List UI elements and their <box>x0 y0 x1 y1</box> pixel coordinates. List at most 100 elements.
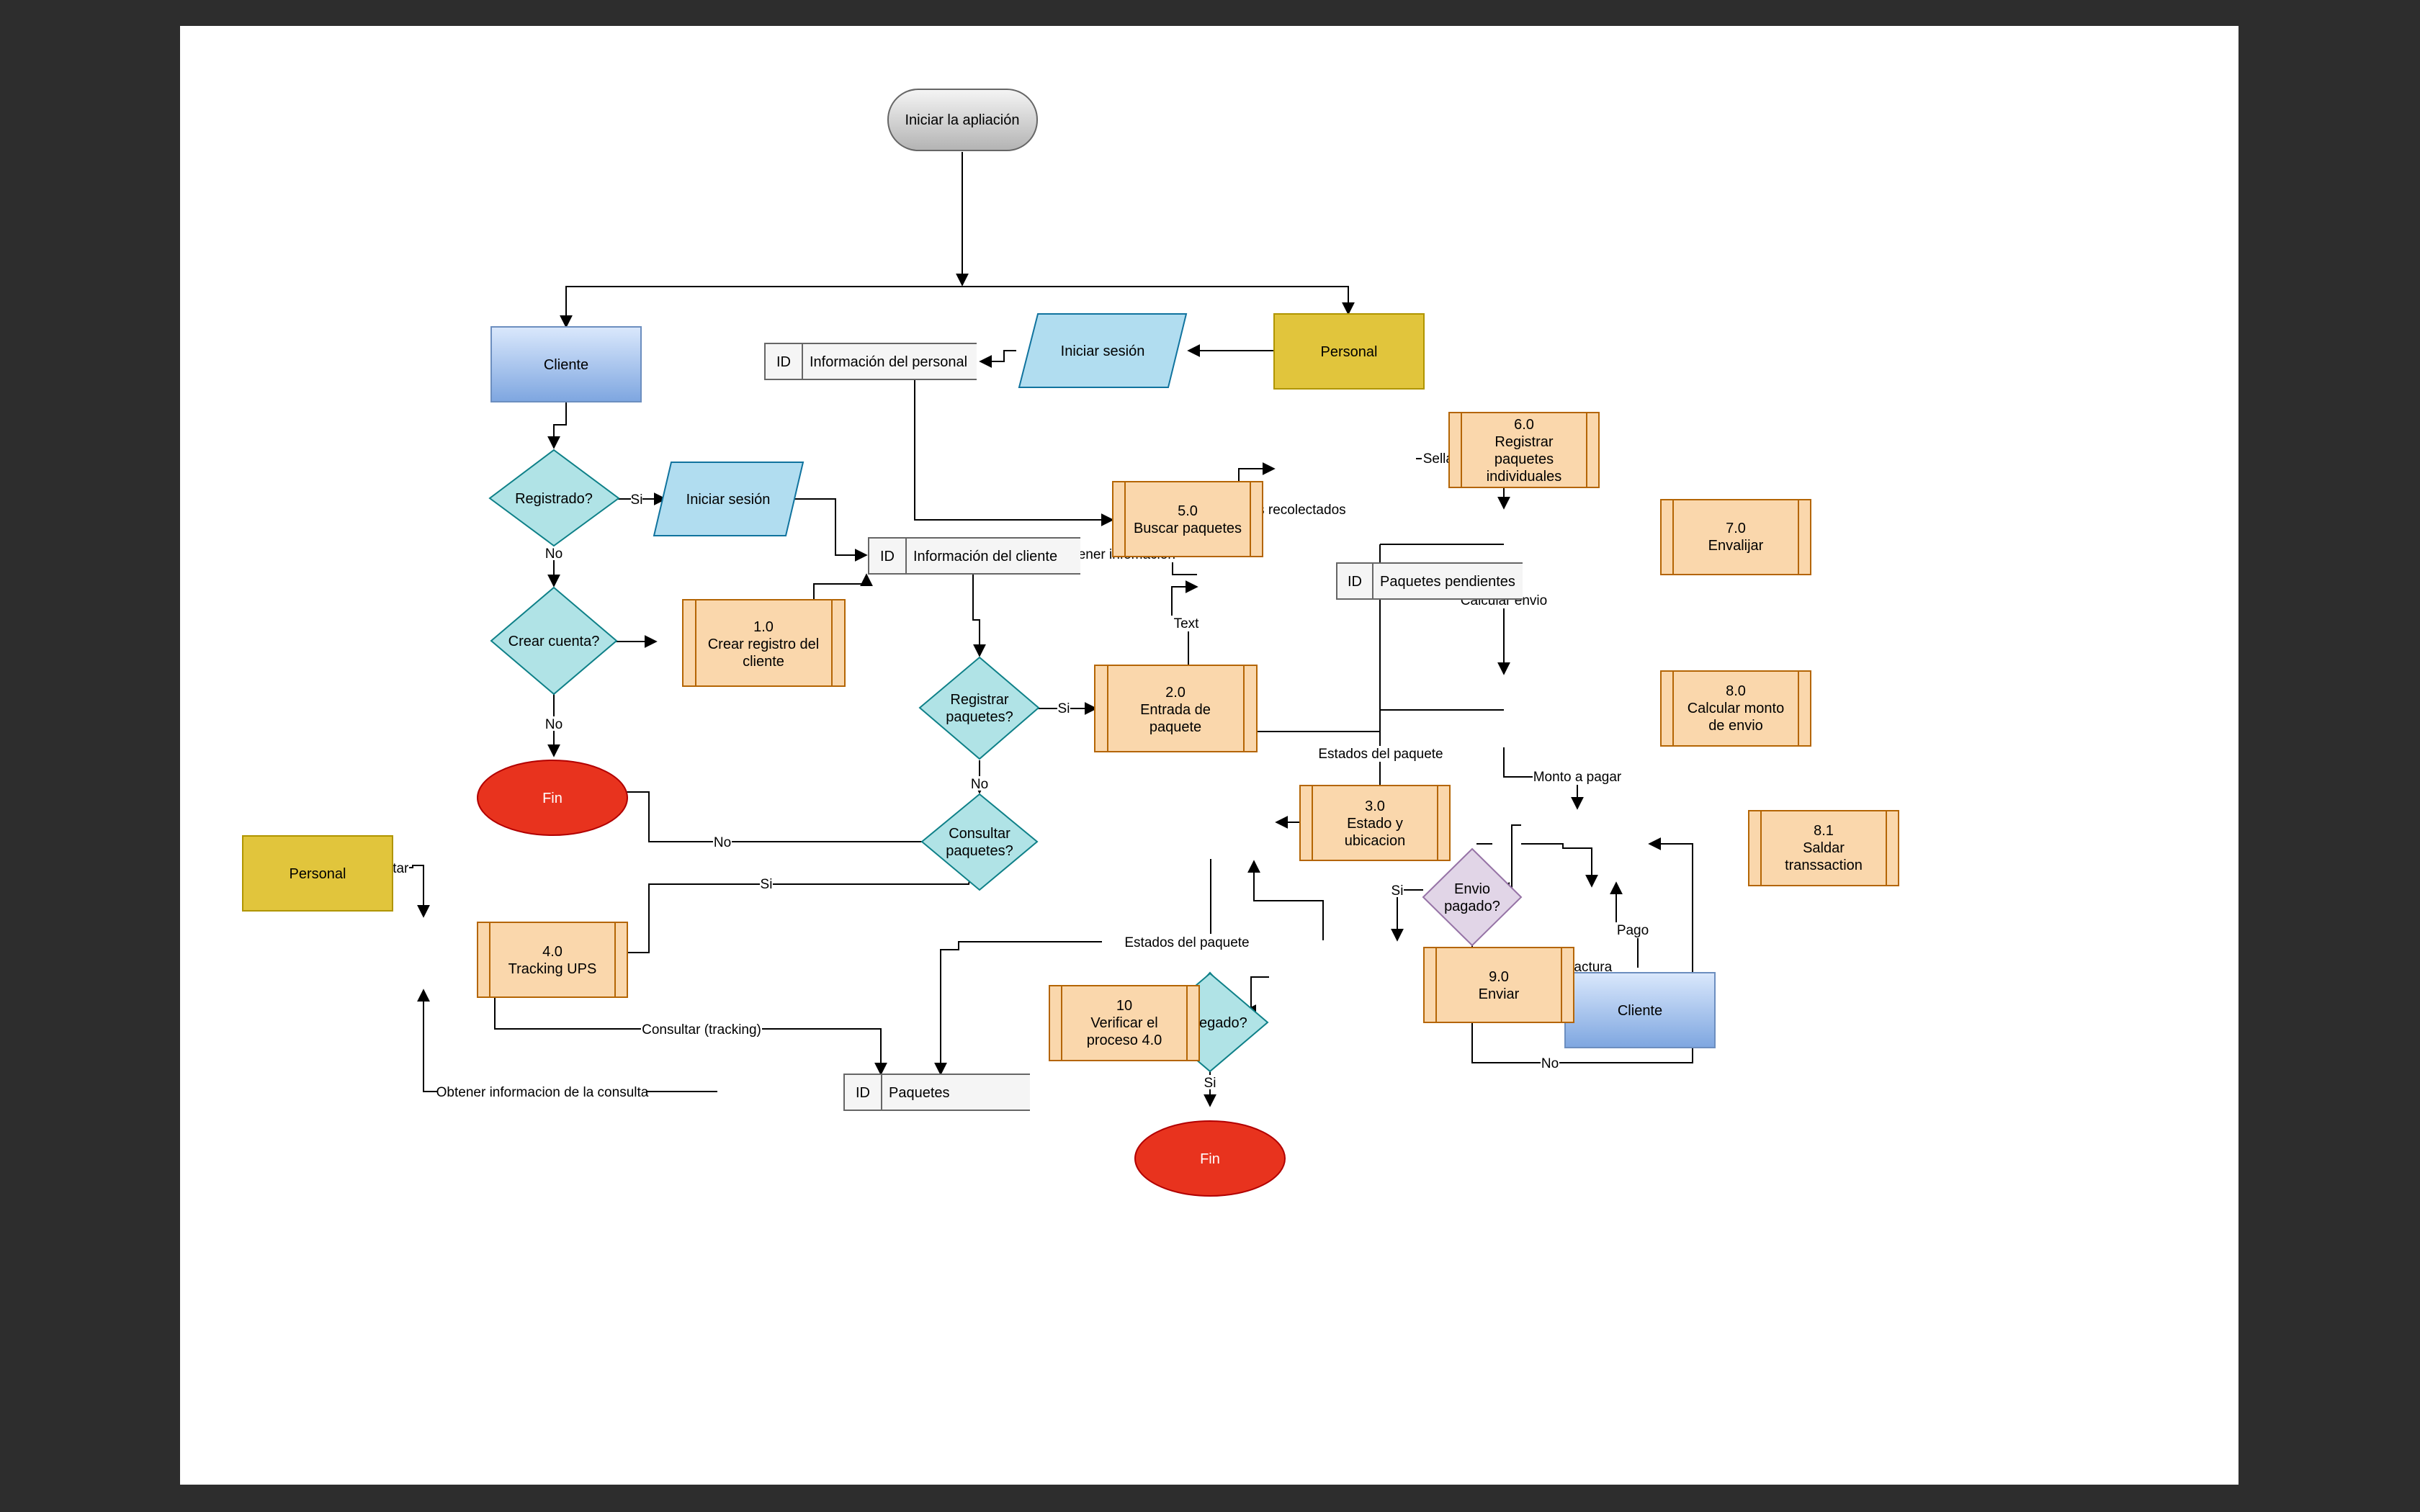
decision-crear-cuenta[interactable]: Crear cuenta? <box>490 586 618 696</box>
fin-bottom-label: Fin <box>1200 1151 1220 1167</box>
process-6[interactable]: 6.0 Registrar paquetes individuales <box>1448 412 1600 488</box>
entity-personal-top[interactable]: Personal <box>1273 313 1425 390</box>
decision-consultar-paquetes[interactable]: Consultar paquetes? <box>920 793 1039 891</box>
entity-personal-left[interactable]: Personal <box>242 835 393 912</box>
p8-line2: Calcular monto <box>1688 701 1785 716</box>
store-pendientes-id: ID <box>1348 574 1362 590</box>
consultar-paquetes-line1: Consultar <box>949 826 1010 842</box>
p6-line3: paquetes <box>1494 451 1554 467</box>
edge-label-si-pagado: Si <box>1392 883 1404 899</box>
diagram-canvas: Si No Si No Si No No Si Cosultar Consult… <box>180 26 2238 1485</box>
p81-line2: Saldar <box>1803 840 1845 856</box>
p2-line2: Entrada de <box>1140 702 1211 718</box>
edge-login-clientstore[interactable] <box>788 498 868 562</box>
edge-cliente-registrado[interactable] <box>547 402 567 449</box>
p81-line1: 8.1 <box>1814 823 1834 839</box>
login-staff[interactable]: Iniciar sesión <box>1018 313 1188 388</box>
edge-label-estados-paquete-1: Estados del paquete <box>1124 935 1249 950</box>
process-8-1[interactable]: 8.1 Saldar transsaction <box>1748 810 1899 886</box>
edge-label-estados-paquete-2: Estados del paquete <box>1318 747 1443 762</box>
cliente-top-label: Cliente <box>544 357 588 373</box>
store-personal-name: Información del personal <box>810 354 967 370</box>
personal-top-label: Personal <box>1321 344 1378 360</box>
envio-pagado-line2: pagado? <box>1444 899 1500 914</box>
registrado-label: Registrado? <box>515 491 593 507</box>
process-1[interactable]: 1.0 Crear registro del cliente <box>682 599 846 687</box>
store-pendientes-name: Paquetes pendientes <box>1380 574 1515 590</box>
p8-line1: 8.0 <box>1726 683 1746 699</box>
edge-personalstore-p5[interactable] <box>914 364 1114 526</box>
p5-line2: Buscar paquetes <box>1134 521 1242 536</box>
edge-p81-factura[interactable] <box>1521 843 1598 888</box>
consultar-paquetes-line2: paquetes? <box>946 843 1013 859</box>
registrar-paquetes-line2: paquetes? <box>946 709 1013 725</box>
entity-cliente-right[interactable]: Cliente <box>1564 972 1716 1048</box>
p2-line3: paquete <box>1150 719 1201 735</box>
decision-registrar-paquetes[interactable]: Registrar paquetes? <box>918 656 1040 760</box>
login-staff-label: Iniciar sesión <box>1061 343 1145 359</box>
login-client-label: Iniciar sesión <box>686 492 771 508</box>
store-personal[interactable]: ID Información del personal <box>764 343 977 380</box>
p7-line1: 7.0 <box>1726 521 1746 536</box>
decision-registrado[interactable]: Registrado? <box>488 449 620 547</box>
edge-label-no-registrado: No <box>545 546 563 562</box>
process-8[interactable]: 8.0 Calcular monto de envio <box>1660 670 1811 747</box>
p10-line1: 10 <box>1116 998 1132 1014</box>
store-pendientes[interactable]: ID Paquetes pendientes <box>1336 562 1523 600</box>
end-fin-bottom[interactable]: Fin <box>1134 1120 1286 1197</box>
login-client[interactable]: Iniciar sesión <box>653 462 805 536</box>
p3-line2: Estado y <box>1347 816 1403 832</box>
edge-label-obtener-consulta: Obtener informacion de la consulta <box>436 1085 649 1100</box>
edge-label-consultar-tracking: Consultar (tracking) <box>642 1022 761 1038</box>
store-cliente[interactable]: ID Información del cliente <box>868 537 1080 575</box>
p4-line2: Tracking UPS <box>508 961 597 977</box>
store-paquetes-id: ID <box>856 1085 870 1101</box>
edge-label-no-consultar: No <box>714 835 731 850</box>
process-7[interactable]: 7.0 Envalijar <box>1660 499 1811 575</box>
process-9[interactable]: 9.0 Enviar <box>1423 947 1574 1023</box>
p6-line2: Registrar <box>1494 434 1553 450</box>
flowchart: Si No Si No Si No No Si Cosultar Consult… <box>242 89 1899 1197</box>
store-cliente-id: ID <box>880 549 895 564</box>
personal-left-label: Personal <box>290 866 346 882</box>
start-terminator[interactable]: Iniciar la apliación <box>887 89 1038 151</box>
edge-paquetes-tracking[interactable] <box>417 989 717 1092</box>
edge-label-no-pagado: No <box>1541 1056 1559 1071</box>
edge-p3-paquetes[interactable] <box>934 859 1211 1076</box>
p10-line3: proceso 4.0 <box>1087 1032 1162 1048</box>
store-paquetes[interactable]: ID Paquetes <box>843 1074 1030 1111</box>
start-label: Iniciar la apliación <box>905 112 1020 128</box>
process-4[interactable]: 4.0 Tracking UPS <box>477 922 628 998</box>
p4-line1: 4.0 <box>542 944 563 960</box>
edge-clientstore-registrar[interactable] <box>972 575 986 657</box>
edge-p9-p3[interactable] <box>1247 860 1324 940</box>
edge-login-store[interactable] <box>979 350 1016 368</box>
edge-label-si-registrado: Si <box>631 492 643 508</box>
p3-line1: 3.0 <box>1365 798 1385 814</box>
edge-label-text: Text <box>1174 616 1200 631</box>
cliente-right-label: Cliente <box>1618 1003 1662 1019</box>
edge-label-factura: Factura <box>1566 960 1613 975</box>
edge-split-personal[interactable] <box>565 286 1355 315</box>
process-2[interactable]: 2.0 Entrada de paquete <box>1094 665 1258 752</box>
p2-line1: 2.0 <box>1165 685 1186 701</box>
edge-label-si-entregado: Si <box>1204 1076 1216 1091</box>
registrar-paquetes-line1: Registrar <box>950 692 1008 708</box>
edge-label-monto: Monto a pagar <box>1533 770 1622 785</box>
end-fin-left[interactable]: Fin <box>477 760 628 836</box>
p7-line2: Envalijar <box>1708 538 1764 554</box>
p1-line3: cliente <box>743 654 784 670</box>
edge-label-si-registrar: Si <box>1058 701 1070 716</box>
entity-cliente-top[interactable]: Cliente <box>490 326 642 402</box>
p81-line3: transsaction <box>1785 858 1863 873</box>
edge-label-pago: Pago <box>1617 923 1649 938</box>
store-personal-id: ID <box>776 354 791 370</box>
p6-line4: individuales <box>1487 469 1562 485</box>
envio-pagado-line1: Envio <box>1454 881 1490 897</box>
process-3[interactable]: 3.0 Estado y ubicacion <box>1299 785 1451 861</box>
decision-envio-pagado[interactable]: Envio pagado? <box>1422 847 1523 947</box>
edge-label-si-consultar: Si <box>761 877 773 892</box>
edge-label-no-registrar: No <box>971 777 988 792</box>
process-5[interactable]: 5.0 Buscar paquetes <box>1112 481 1263 557</box>
process-10[interactable]: 10 Verificar el proceso 4.0 <box>1049 985 1200 1061</box>
